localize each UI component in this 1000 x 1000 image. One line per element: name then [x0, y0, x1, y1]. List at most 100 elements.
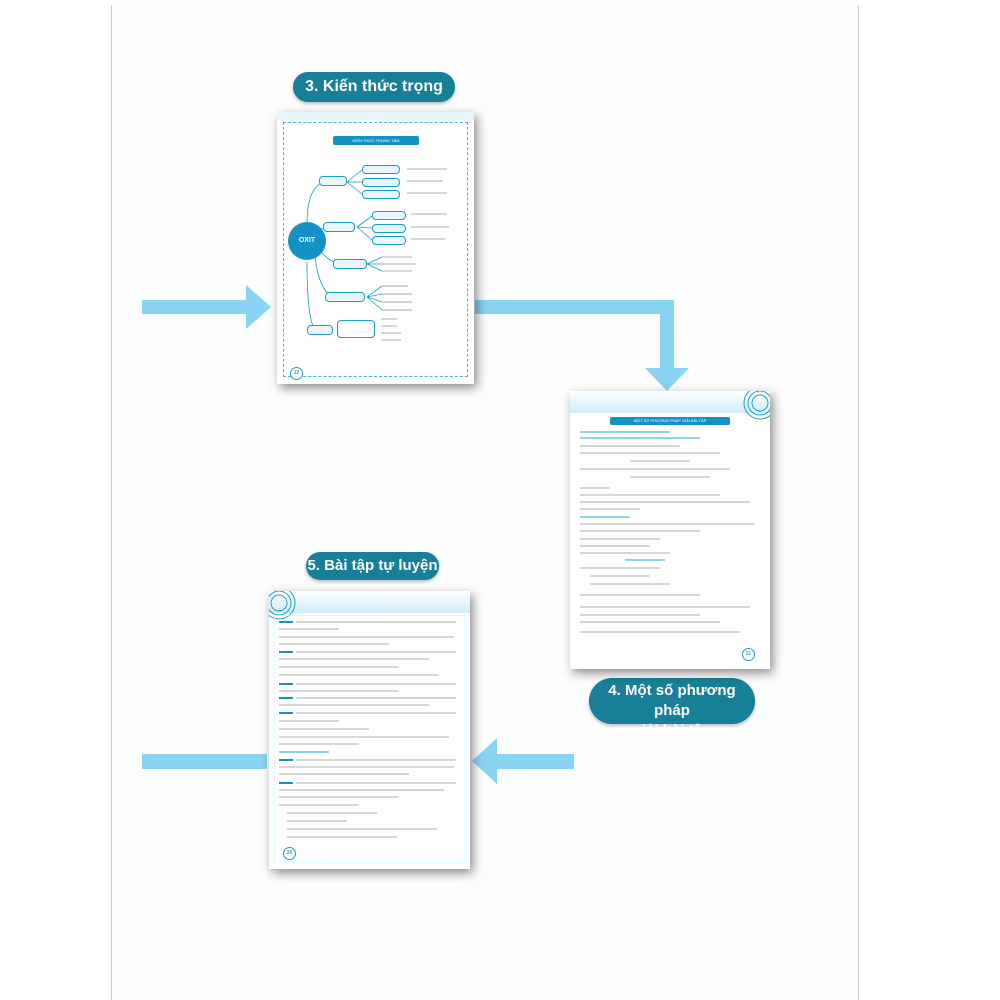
- page-border: [283, 122, 468, 377]
- corner-circles-decoration: [743, 391, 770, 420]
- text-line: [382, 263, 416, 265]
- text-line: [279, 796, 399, 798]
- page-thumbnail-bai-tap: 26: [269, 591, 470, 869]
- text-line: [580, 552, 670, 554]
- text-line: [279, 690, 399, 692]
- text-line: [279, 674, 439, 676]
- text-line: [287, 836, 397, 838]
- text-line: [296, 782, 456, 784]
- page-section-header: KIẾN THỨC TRỌNG TÂM: [333, 136, 419, 145]
- text-line: [407, 168, 447, 170]
- text-line: [287, 828, 437, 830]
- text-line: [580, 545, 650, 547]
- text-line: [296, 651, 456, 653]
- text-line: [279, 643, 389, 645]
- text-line: [580, 538, 660, 540]
- page-section-title: KIẾN THỨC TRỌNG TÂM: [352, 138, 400, 143]
- text-line: [407, 192, 447, 194]
- text-line: [279, 789, 444, 791]
- text-line: [381, 318, 397, 320]
- text-line: [279, 704, 429, 706]
- text-line: [411, 226, 449, 228]
- exercise-tag: [279, 712, 293, 714]
- text-line: [580, 621, 720, 623]
- text-line: [279, 636, 454, 638]
- text-line: [382, 293, 412, 295]
- text-line: [279, 751, 329, 753]
- mindmap-node: [372, 224, 406, 233]
- page-thumbnail-kien-thuc: KIẾN THỨC TRỌNG TÂM OXIT 12: [277, 112, 474, 384]
- text-line: [382, 309, 412, 311]
- exercise-tag: [279, 683, 293, 685]
- mindmap-center-node: OXIT: [288, 222, 326, 260]
- arrow-in-head: [246, 285, 271, 329]
- text-line: [625, 559, 665, 561]
- text-line: [580, 523, 755, 525]
- page-number: 12: [290, 367, 303, 380]
- text-line: [407, 180, 443, 182]
- text-line: [279, 658, 429, 660]
- arrow-elbow-horizontal: [475, 300, 674, 314]
- page-header-strip: [269, 591, 470, 613]
- mindmap-node: [362, 190, 400, 199]
- mindmap-node: [333, 259, 367, 269]
- text-line: [580, 516, 630, 518]
- exercise-tag: [279, 697, 293, 699]
- page-border: [274, 615, 465, 863]
- text-line: [279, 628, 339, 630]
- text-line: [296, 759, 456, 761]
- step4-label: 4. Một số phương pháp giải bài tập: [589, 678, 755, 739]
- mindmap-node: [372, 236, 406, 245]
- mindmap-node: [323, 222, 355, 232]
- mindmap-node: [325, 292, 365, 302]
- page-thumbnail-phuong-phap: MỘT SỐ PHƯƠNG PHÁP GIẢI BÀI TẬP 21: [570, 391, 770, 669]
- text-line: [381, 332, 401, 334]
- arrow-out-shaft: [142, 754, 267, 769]
- exercise-tag: [279, 651, 293, 653]
- text-line: [381, 325, 397, 327]
- text-line: [279, 736, 449, 738]
- text-line: [580, 530, 700, 532]
- arrow-left-head: [472, 738, 497, 784]
- mindmap-node: [337, 320, 375, 338]
- text-line: [382, 285, 408, 287]
- arrow-left-shaft: [494, 754, 574, 769]
- step5-label: 5. Bài tập tự luyện: [306, 552, 439, 580]
- text-line: [279, 666, 399, 668]
- exercise-tag: [279, 621, 293, 623]
- text-line: [411, 238, 445, 240]
- page-section-header: MỘT SỐ PHƯƠNG PHÁP GIẢI BÀI TẬP: [610, 417, 730, 425]
- mindmap-node: [319, 176, 347, 186]
- arrow-elbow-vertical: [660, 300, 674, 370]
- text-line: [580, 614, 700, 616]
- text-line: [296, 712, 456, 714]
- text-line: [287, 812, 377, 814]
- text-line: [630, 460, 690, 462]
- page-number: 21: [742, 648, 755, 661]
- text-line: [382, 256, 412, 258]
- mindmap-node: [307, 325, 333, 335]
- text-line: [580, 606, 750, 608]
- page-header-strip: [570, 391, 770, 413]
- text-line: [590, 583, 670, 585]
- page-header-strip: [277, 112, 474, 120]
- text-line: [630, 476, 710, 478]
- text-line: [580, 445, 680, 447]
- text-line: [580, 487, 610, 489]
- step3-label: 3. Kiến thức trọng tâm: [293, 72, 455, 125]
- page-number: 26: [283, 847, 296, 860]
- page-section-title: MỘT SỐ PHƯƠNG PHÁP GIẢI BÀI TẬP: [633, 418, 707, 423]
- text-line: [279, 773, 409, 775]
- arrow-elbow-head: [645, 368, 689, 391]
- mindmap-node: [372, 211, 406, 220]
- text-line: [580, 437, 700, 439]
- text-line: [296, 621, 456, 623]
- text-line: [279, 720, 339, 722]
- mindmap-node: [362, 165, 400, 174]
- text-line: [580, 501, 750, 503]
- text-line: [580, 452, 720, 454]
- text-line: [580, 431, 670, 433]
- mindmap-node: [362, 178, 400, 187]
- text-line: [580, 631, 740, 633]
